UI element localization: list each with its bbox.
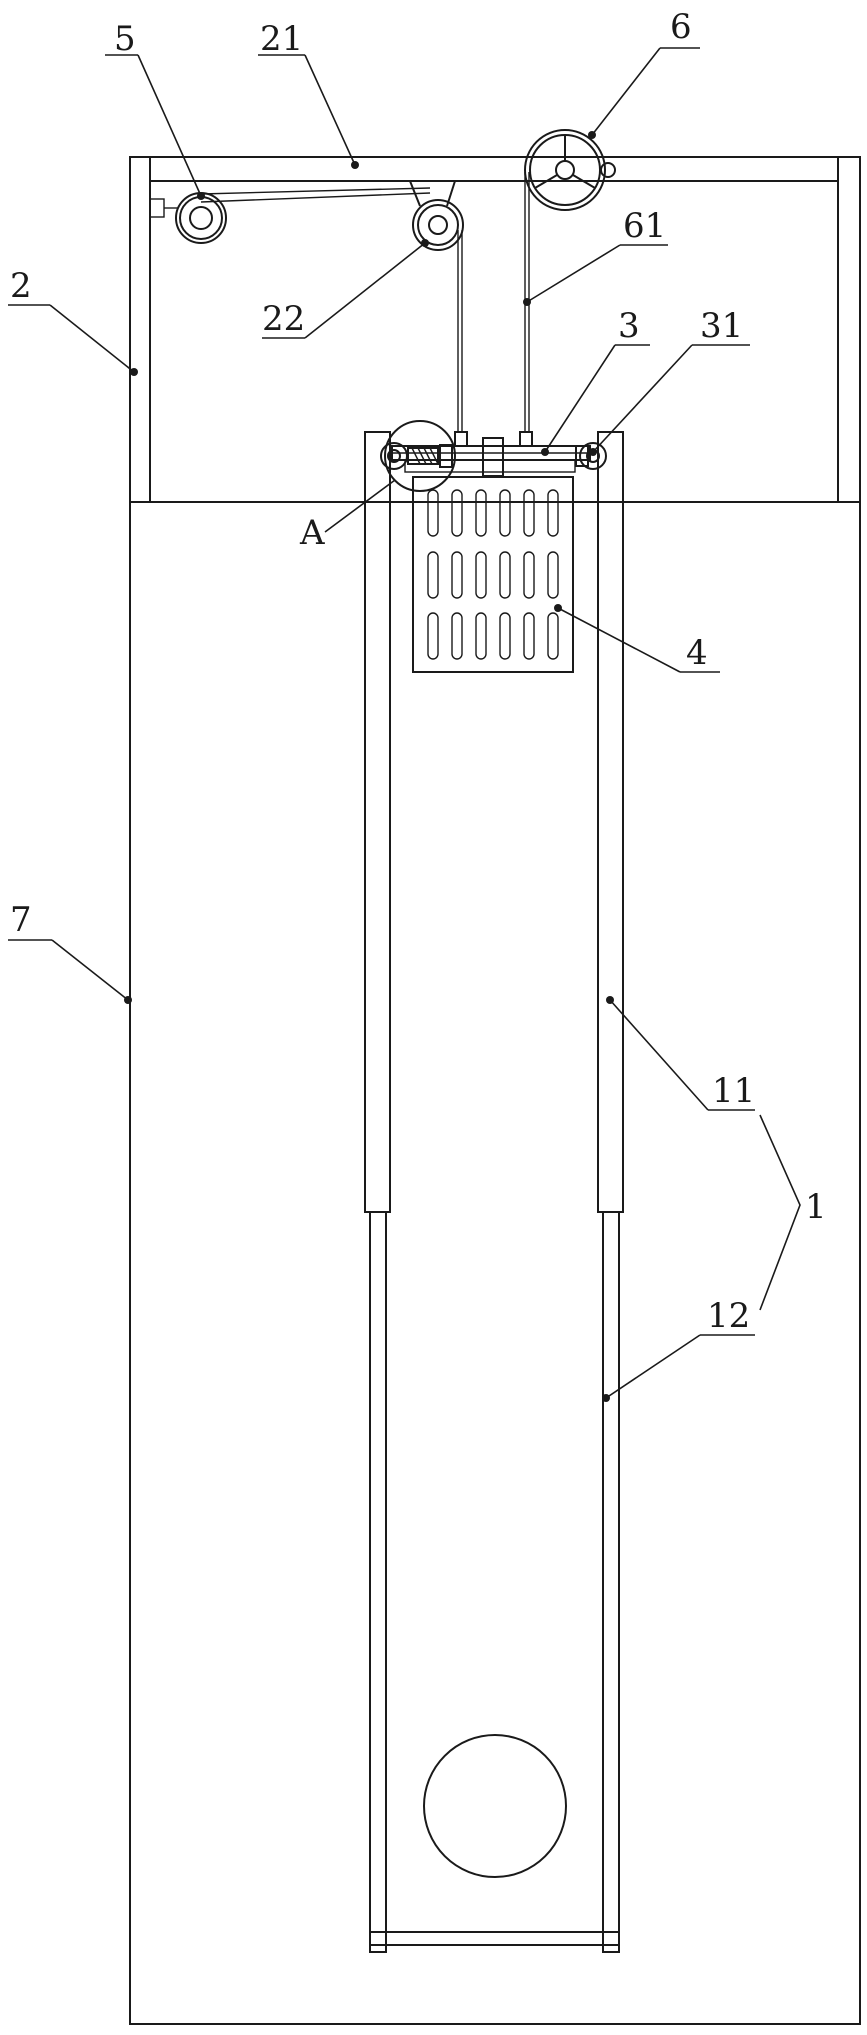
detail-a	[380, 420, 456, 492]
slot	[499, 551, 511, 599]
leaders	[8, 47, 755, 1402]
label-61: 61	[623, 206, 666, 246]
slot	[547, 551, 559, 599]
housing-7	[129, 501, 861, 2025]
label-3: 3	[618, 306, 640, 346]
slot	[427, 551, 439, 599]
slot	[451, 489, 463, 537]
label-2: 2	[10, 266, 32, 306]
label-12: 12	[707, 1296, 750, 1336]
slot	[451, 612, 463, 660]
slot	[523, 612, 535, 660]
slot	[451, 551, 463, 599]
label-5: 5	[114, 19, 136, 59]
slot	[475, 612, 487, 660]
slotted-plate-4	[412, 476, 574, 673]
guide-rail-left	[364, 431, 391, 1953]
slot	[475, 489, 487, 537]
slot	[499, 612, 511, 660]
cable-winch	[200, 187, 431, 195]
label-6: 6	[670, 7, 692, 47]
slot	[547, 612, 559, 660]
slot	[427, 612, 439, 660]
pulley-22	[409, 180, 464, 251]
label-A: A	[299, 513, 325, 553]
slot	[547, 489, 559, 537]
brace-1	[759, 1114, 801, 1311]
winch-5	[149, 192, 227, 244]
slot	[427, 489, 439, 537]
label-31: 31	[700, 306, 743, 346]
label-4: 4	[686, 633, 708, 673]
slot	[523, 551, 535, 599]
slot	[475, 551, 487, 599]
label-1: 1	[805, 1187, 827, 1227]
guide-rail-right	[597, 431, 624, 1953]
label-11: 11	[712, 1071, 755, 1111]
top-frame-2	[129, 156, 861, 503]
handwheel-6	[524, 129, 616, 211]
label-22: 22	[262, 299, 305, 339]
round-object	[423, 1734, 567, 1878]
slot	[499, 489, 511, 537]
slot	[523, 489, 535, 537]
label-7: 7	[10, 900, 32, 940]
label-21: 21	[260, 19, 303, 59]
